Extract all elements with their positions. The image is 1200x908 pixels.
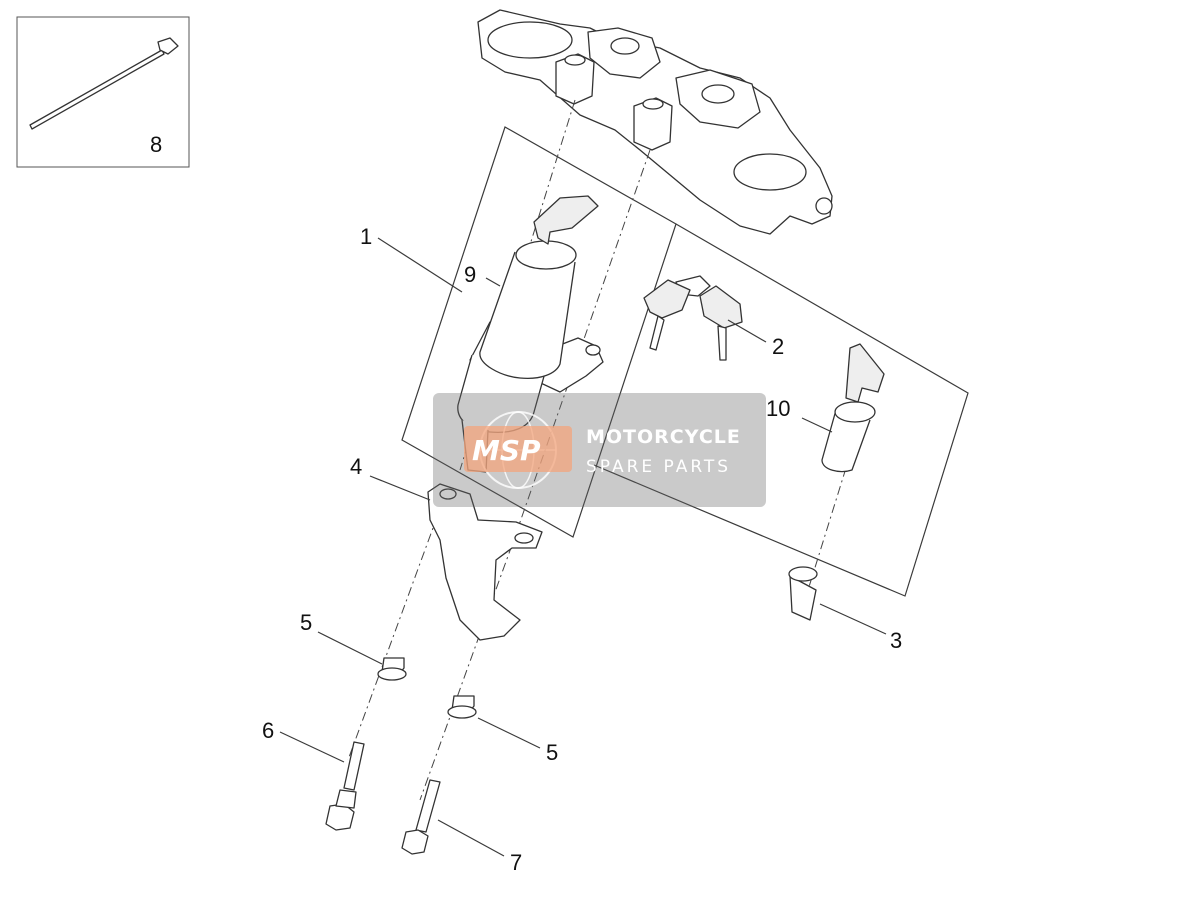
axis-left-lower xyxy=(347,497,445,761)
leader-1 xyxy=(377,237,463,293)
msp-logo-text: MSP xyxy=(472,434,541,467)
leader-2 xyxy=(727,319,767,343)
callout-5-lower: 5 xyxy=(546,740,558,765)
callout-8: 8 xyxy=(150,132,162,157)
latch-tongue xyxy=(789,575,817,621)
callout-4: 4 xyxy=(350,454,362,479)
screw-6 xyxy=(325,741,365,831)
clamp-bore-left xyxy=(487,21,573,59)
screw-7-shank xyxy=(415,779,441,833)
leader-9 xyxy=(485,277,501,287)
latch-head xyxy=(788,566,818,582)
lock-cylinder-body xyxy=(821,409,871,473)
watermark-subtitle: SPARE PARTS xyxy=(586,457,731,477)
ignition-flange-hole xyxy=(585,344,601,356)
bushing-lower-flange xyxy=(447,705,477,719)
bracket-plate xyxy=(427,483,543,641)
callout-7: 7 xyxy=(510,850,522,875)
ignition-key xyxy=(533,195,599,245)
cable-tie-head xyxy=(157,37,179,55)
ignition-cylinder xyxy=(479,251,576,380)
bushing-lower xyxy=(447,695,477,719)
cable-tie-strap xyxy=(29,49,165,130)
axis-lock xyxy=(807,467,847,591)
screw-7 xyxy=(401,779,441,855)
clamp-pinch-hole xyxy=(815,197,833,215)
lock-cylinder xyxy=(821,343,885,473)
leader-5-upper xyxy=(317,631,383,665)
leader-5-lower xyxy=(477,717,541,749)
lock-key xyxy=(845,343,885,403)
clamp-bore-right xyxy=(733,153,807,191)
mounting-bracket xyxy=(427,483,543,641)
clamp-lug-1 xyxy=(555,53,595,105)
watermark: MSP MOTORCYCLE SPARE PARTS xyxy=(433,393,766,507)
ignition-cylinder-top xyxy=(515,240,577,270)
clamp-lug-2-hole xyxy=(642,98,664,110)
leader-3 xyxy=(819,603,887,635)
triple-clamp xyxy=(477,9,833,235)
bracket-hole-top xyxy=(439,488,457,500)
screw-6-neck xyxy=(335,789,357,809)
bracket-hole-side xyxy=(514,532,534,544)
callout-3: 3 xyxy=(890,628,902,653)
lock-cylinder-top xyxy=(834,401,876,423)
key-blade-right xyxy=(717,325,727,361)
lock-group-frame xyxy=(593,223,969,597)
callout-1: 1 xyxy=(360,224,372,249)
key-blade-left xyxy=(649,315,665,351)
ignition-group-frame xyxy=(401,126,677,538)
cable-tie-inset xyxy=(16,16,190,168)
leader-10 xyxy=(801,417,833,433)
clamp-boss-right-hole xyxy=(701,84,735,104)
clamp-lug-2 xyxy=(633,97,673,151)
watermark-title: MOTORCYCLE xyxy=(586,426,741,448)
msp-logo-badge xyxy=(464,426,572,472)
callout-2: 2 xyxy=(772,334,784,359)
key-set xyxy=(643,275,743,361)
callout-6: 6 xyxy=(262,718,274,743)
callout-9: 9 xyxy=(464,262,476,287)
clamp-boss-left-hole xyxy=(610,37,640,55)
lock-latch xyxy=(788,566,818,621)
inset-frame xyxy=(16,16,190,168)
leader-6 xyxy=(279,731,345,763)
leader-7 xyxy=(437,819,505,857)
screw-6-shank xyxy=(343,741,365,791)
callout-5-upper: 5 xyxy=(300,610,312,635)
leader-4 xyxy=(369,475,431,501)
axis-right-lower xyxy=(419,544,513,801)
screw-7-head xyxy=(401,829,429,855)
bushing-upper xyxy=(377,657,407,681)
key-head-left xyxy=(643,279,691,319)
bushing-upper-flange xyxy=(377,667,407,681)
key-head-right xyxy=(699,285,743,329)
callout-10: 10 xyxy=(766,396,790,421)
clamp-lug-1-hole xyxy=(564,54,586,66)
watermark-panel xyxy=(433,393,766,507)
